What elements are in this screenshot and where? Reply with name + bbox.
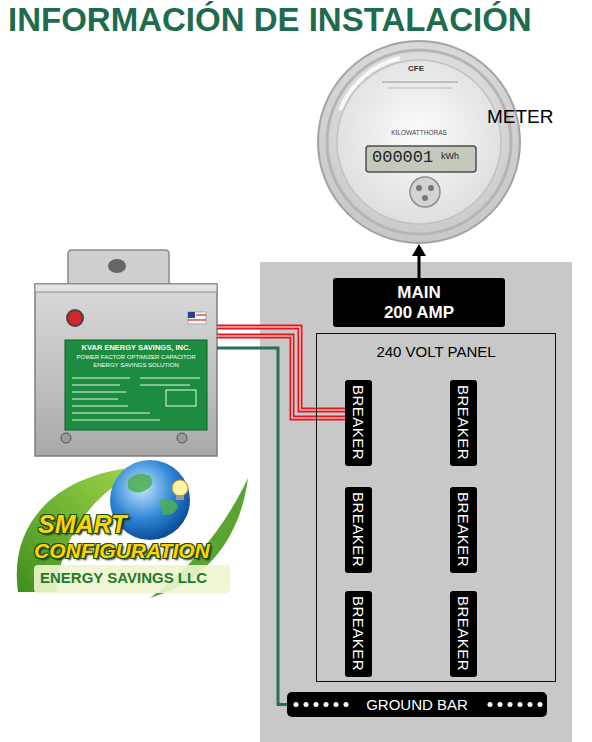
panel-title: 240 VOLT PANEL xyxy=(317,343,555,360)
capacitor-device-drawing xyxy=(188,319,206,320)
capacitor-device-drawing xyxy=(72,399,118,400)
capacitor-device-drawing xyxy=(72,406,128,407)
company-logo xyxy=(176,495,184,500)
ground-wire xyxy=(217,348,287,705)
meter-unit-text: KILOWATTHORAS xyxy=(369,130,469,137)
capacitor-device-drawing xyxy=(72,392,126,393)
meter-reading: 000001 xyxy=(372,147,433,169)
ground-dot xyxy=(344,702,349,707)
capacitor-device-drawing xyxy=(108,259,126,273)
node-text: BREAKER xyxy=(456,596,471,671)
node-text: BREAKER xyxy=(351,596,366,671)
nameplate-brand: KVAR ENERGY SAVINGS, INC. xyxy=(66,343,206,352)
capacitor-device-drawing xyxy=(188,312,195,318)
meter-drawing xyxy=(422,195,428,201)
capacitor-device-drawing xyxy=(140,385,190,386)
panel-background xyxy=(260,262,572,742)
capacitor-device-drawing xyxy=(35,250,217,456)
panel-frame: 240 VOLT PANEL BREAKER BREAKER BREAKER BREAK… xyxy=(316,333,556,682)
capacitor-device: KVAR ENERGY SAVINGS, INC. POWER FACTOR OP… xyxy=(35,246,217,458)
capacitor-device-drawing xyxy=(68,250,169,288)
ground-dot xyxy=(518,702,523,707)
capacitor-device-drawing xyxy=(72,378,130,379)
ground-dot xyxy=(294,702,299,707)
node-text: BREAKER xyxy=(456,385,471,460)
company-logo xyxy=(34,565,230,593)
nameplate-text: ENERGY SAVINGS SOLUTION xyxy=(66,362,206,369)
company-logo xyxy=(160,499,178,515)
red-wire xyxy=(217,327,345,410)
breaker-box: BREAKER xyxy=(450,380,477,466)
capacitor-device-drawing xyxy=(35,284,217,456)
ground-dot xyxy=(498,702,503,707)
capacitor-device-drawing xyxy=(67,310,83,326)
ground-dot xyxy=(528,702,533,707)
capacitor-device-drawing xyxy=(35,284,217,292)
logo-text: CONFIGURATION xyxy=(34,539,210,562)
ground-dot xyxy=(538,702,543,707)
company-logo xyxy=(172,480,188,496)
breaker-box: BREAKER xyxy=(450,487,477,573)
panel-background xyxy=(260,262,572,742)
node-text: BREAKER xyxy=(351,492,366,567)
meter-arrow xyxy=(412,244,426,278)
meter-drawing xyxy=(382,81,458,83)
ground-dot xyxy=(314,702,319,707)
meter-label: METER xyxy=(487,107,554,128)
breaker-box: BREAKER xyxy=(450,591,477,677)
capacitor-device-drawing xyxy=(188,312,206,324)
capacitor-device-drawing xyxy=(177,433,187,443)
arrow-head xyxy=(412,244,426,256)
meter-drawing xyxy=(318,41,520,243)
electric-meter: CFE KILOWATTHORAS 000001 kWh METER xyxy=(312,38,562,244)
meter-drawing xyxy=(318,41,520,243)
meter-drawing xyxy=(327,50,511,234)
node-text: GROUND BAR xyxy=(366,697,468,712)
logo-subtitle: ENERGY SAVINGS LLC xyxy=(40,569,207,587)
ground-dot xyxy=(508,702,513,707)
nameplate-text: POWER FACTOR OPTIMIZER CAPACITOR xyxy=(66,354,206,361)
ground-dot xyxy=(488,702,493,707)
meter-drawing xyxy=(340,58,400,110)
main-breaker-box: MAIN 200 AMP xyxy=(333,278,505,327)
meter-drawing xyxy=(337,60,501,224)
red-wire xyxy=(217,327,345,410)
company-logo xyxy=(128,474,152,493)
page-title: INFORMACIÓN DE INSTALACIÓN xyxy=(8,2,532,38)
meter-arrow xyxy=(418,254,421,278)
meter-drawing xyxy=(366,146,476,172)
capacitor-device-drawing xyxy=(65,340,207,430)
node-text: BREAKER xyxy=(351,385,366,460)
capacitor-device-drawing xyxy=(166,390,196,406)
capacitor-device-drawing xyxy=(72,413,150,414)
breaker-box: BREAKER xyxy=(345,487,372,573)
capacitor-device-drawing xyxy=(72,420,160,421)
ground-dot xyxy=(324,702,329,707)
ground-dot xyxy=(304,702,309,707)
meter-drawing xyxy=(410,177,440,207)
capacitor-device-drawing xyxy=(196,314,206,315)
capacitor-device-drawing xyxy=(61,433,71,443)
meter-drawing xyxy=(388,87,452,88)
ground-bar: GROUND BAR xyxy=(287,692,547,717)
breaker-box: BREAKER xyxy=(345,591,372,677)
ground-wire xyxy=(217,348,287,705)
wire-stripe xyxy=(217,327,345,410)
ground-dot xyxy=(334,702,339,707)
node-text: BREAKER xyxy=(456,492,471,567)
meter-drawing xyxy=(428,185,434,191)
breaker-box: BREAKER xyxy=(345,380,372,466)
meter-drawing xyxy=(416,185,422,191)
logo-text: SMART xyxy=(38,511,126,539)
meter-brand: CFE xyxy=(408,65,424,73)
capacitor-device-drawing xyxy=(140,378,200,379)
capacitor-device-drawing xyxy=(72,385,120,386)
meter-unit: kWh xyxy=(441,152,459,161)
node-text: MAIN 200 AMP xyxy=(363,283,475,322)
company-logo xyxy=(17,460,248,598)
